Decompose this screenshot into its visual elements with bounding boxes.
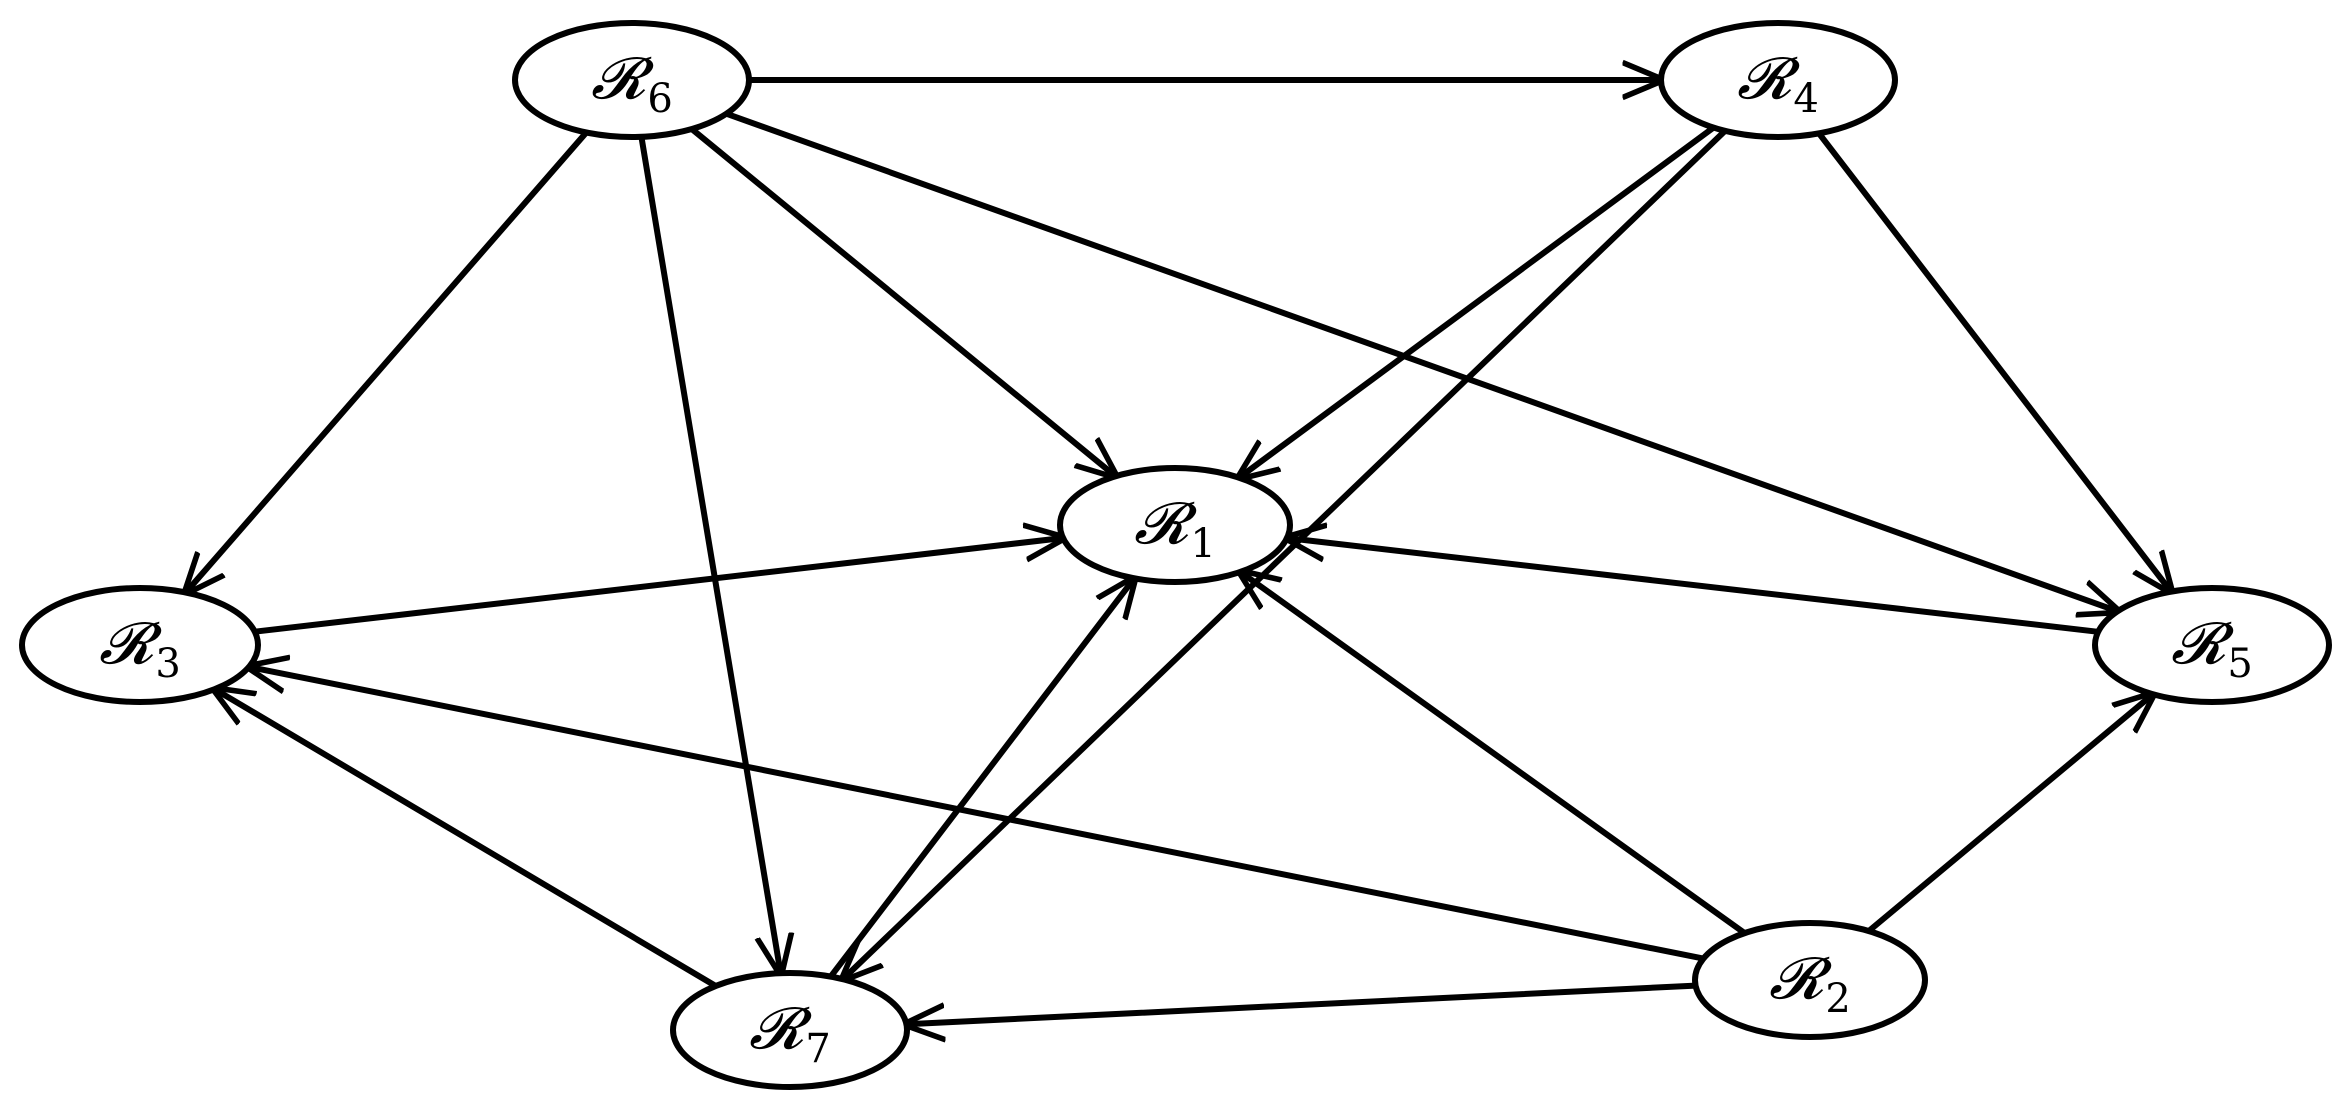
node-r5: 𝓡5: [2092, 585, 2332, 705]
node-r5-ellipse: [2092, 585, 2332, 705]
node-r2-ellipse: [1692, 920, 1928, 1040]
node-r6: 𝓡6: [512, 20, 752, 140]
node-r4-ellipse: [1658, 20, 1898, 140]
edge-r2-to-r1: [1240, 572, 1748, 937]
edge-r7-to-r3: [215, 689, 719, 989]
node-r7-label: 𝓡7: [749, 994, 831, 1072]
node-r1: 𝓡1: [1057, 465, 1293, 585]
edge-r2-to-r7: [906, 982, 1699, 1025]
node-r4-subscript: 4: [1793, 76, 1818, 122]
node-r1-subscript: 1: [1190, 521, 1215, 567]
edge-r2-to-r5: [1865, 694, 2153, 934]
node-r6-ellipse: [512, 20, 752, 140]
node-r6-letter: 𝓡: [591, 44, 655, 112]
node-r4: 𝓡4: [1658, 20, 1898, 140]
node-r4-letter: 𝓡: [1737, 44, 1801, 112]
node-r2-subscript: 2: [1825, 976, 1850, 1022]
node-r7-ellipse: [670, 970, 910, 1090]
node-r5-label: 𝓡5: [2171, 609, 2253, 687]
edges-layer: [186, 80, 2171, 1024]
node-r2-label: 𝓡2: [1769, 944, 1851, 1022]
node-r6-subscript: 6: [647, 76, 672, 122]
edge-r7-to-r1: [827, 578, 1135, 980]
edge-r6-to-r7: [638, 133, 780, 973]
node-r7-letter: 𝓡: [749, 994, 813, 1062]
node-r3-label: 𝓡3: [99, 609, 181, 687]
edge-r6-to-r3: [186, 129, 590, 593]
node-r3-letter: 𝓡: [99, 609, 163, 677]
node-r1-letter: 𝓡: [1134, 489, 1198, 557]
edge-r6-to-r5: [723, 110, 2117, 612]
node-r2: 𝓡2: [1692, 920, 1928, 1040]
node-r5-subscript: 5: [2227, 641, 2252, 687]
node-r3-ellipse: [19, 585, 261, 705]
node-r1-ellipse: [1057, 465, 1293, 585]
node-r3: 𝓡3: [19, 585, 261, 705]
node-r4-label: 𝓡4: [1737, 44, 1819, 122]
edge-r5-to-r1: [1287, 538, 2102, 635]
node-r5-letter: 𝓡: [2171, 609, 2235, 677]
node-r7: 𝓡7: [670, 970, 910, 1090]
node-r3-subscript: 3: [155, 641, 180, 687]
edge-r6-to-r1: [688, 126, 1116, 476]
edge-r4-to-r7: [843, 127, 1729, 979]
node-r7-subscript: 7: [805, 1026, 830, 1072]
edge-r2-to-r3: [249, 667, 1707, 962]
edge-r4-to-r5: [1816, 130, 2171, 591]
edge-r4-to-r1: [1239, 124, 1717, 478]
node-r1-label: 𝓡1: [1134, 489, 1216, 567]
node-r6-label: 𝓡6: [591, 44, 673, 122]
node-r2-letter: 𝓡: [1769, 944, 1833, 1012]
edge-r3-to-r1: [251, 538, 1063, 635]
